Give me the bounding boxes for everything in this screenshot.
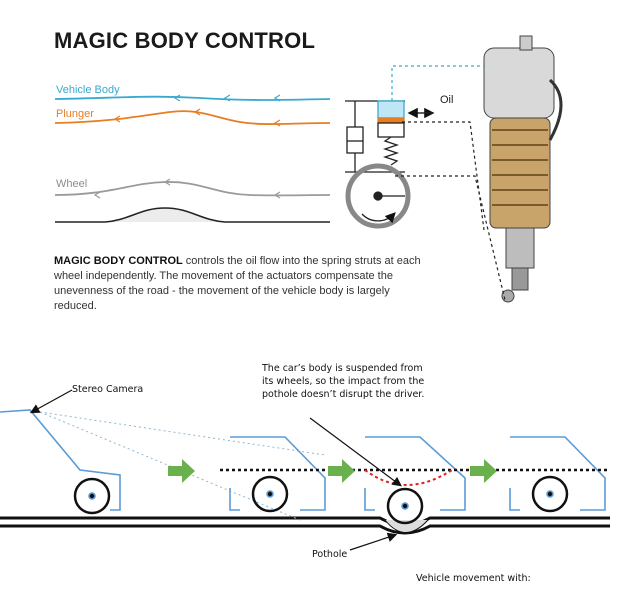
car-3 xyxy=(364,436,466,525)
strut-illustration xyxy=(483,35,563,303)
wheel-label: Wheel xyxy=(56,178,88,190)
pothole xyxy=(384,519,429,533)
plunger-label: Plunger xyxy=(56,108,94,120)
car-1 xyxy=(0,409,121,515)
vehicle-body-line xyxy=(54,94,331,102)
annotation-arrows xyxy=(29,389,402,551)
dashed-connector-mid xyxy=(402,121,485,231)
oil-label: Oil xyxy=(440,94,454,106)
vehicle-body-label: Vehicle Body xyxy=(56,84,120,96)
wheel-line xyxy=(54,178,331,199)
body-note: The car’s body is suspended from its whe… xyxy=(262,363,425,400)
page-title: MAGIC BODY CONTROL xyxy=(54,28,316,53)
road-bump xyxy=(55,207,330,223)
stereo-camera-label: Stereo Camera xyxy=(72,384,144,395)
wheel-path xyxy=(364,469,453,486)
vehicle-movement-label: Vehicle movement with: xyxy=(416,573,531,584)
pothole-label: Pothole xyxy=(312,549,348,560)
movement-arrows xyxy=(168,459,497,483)
plunger-line xyxy=(54,108,331,127)
car-2 xyxy=(229,436,326,513)
description: MAGIC BODY CONTROL controls the oil flow… xyxy=(54,254,434,314)
dashed-connector-top xyxy=(391,65,485,101)
suspension-schematic xyxy=(345,100,435,229)
description-text: controls the oil flow into the spring st… xyxy=(54,255,421,312)
car-4 xyxy=(509,436,606,513)
dashed-connector-bottom xyxy=(395,175,506,301)
description-strong: MAGIC BODY CONTROL xyxy=(54,255,183,267)
road xyxy=(0,516,610,535)
